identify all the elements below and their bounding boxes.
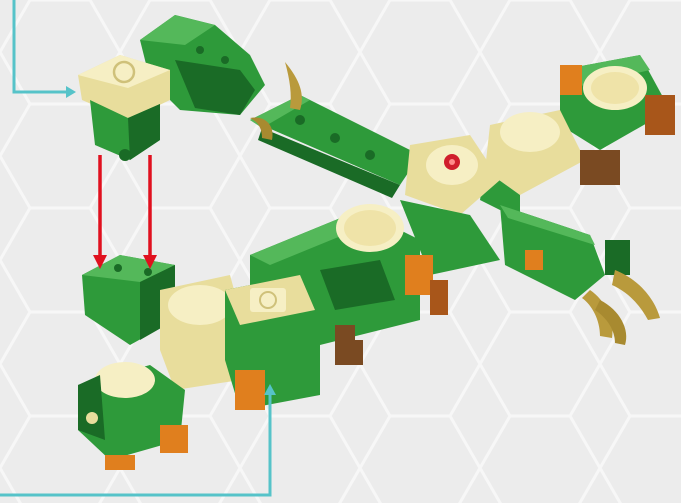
instruction-scene — [0, 0, 681, 503]
